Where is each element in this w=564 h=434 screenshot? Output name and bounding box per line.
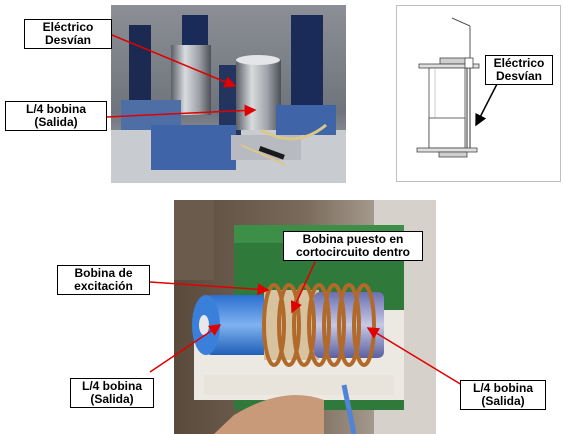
top-photo xyxy=(111,5,346,183)
coil-diagram xyxy=(396,5,561,182)
label-top-electrico: Eléctrico Desvían xyxy=(24,19,112,49)
coil-diagram-drawing xyxy=(416,17,480,158)
top-photo-drawing xyxy=(111,5,346,183)
label-bottom-right-bobina: L/4 bobina (Salida) xyxy=(460,380,546,410)
label-top-bobina: L/4 bobina (Salida) xyxy=(5,101,107,131)
label-bottom-left-bobina: L/4 bobina (Salida) xyxy=(70,378,154,408)
label-diagram-electrico: Eléctrico Desvían xyxy=(485,55,553,85)
label-bottom-bobina-puesto: Bobina puesto en cortocircuito dentro xyxy=(283,231,423,261)
label-bottom-bobina-excitacion: Bobina de excitación xyxy=(57,265,150,295)
